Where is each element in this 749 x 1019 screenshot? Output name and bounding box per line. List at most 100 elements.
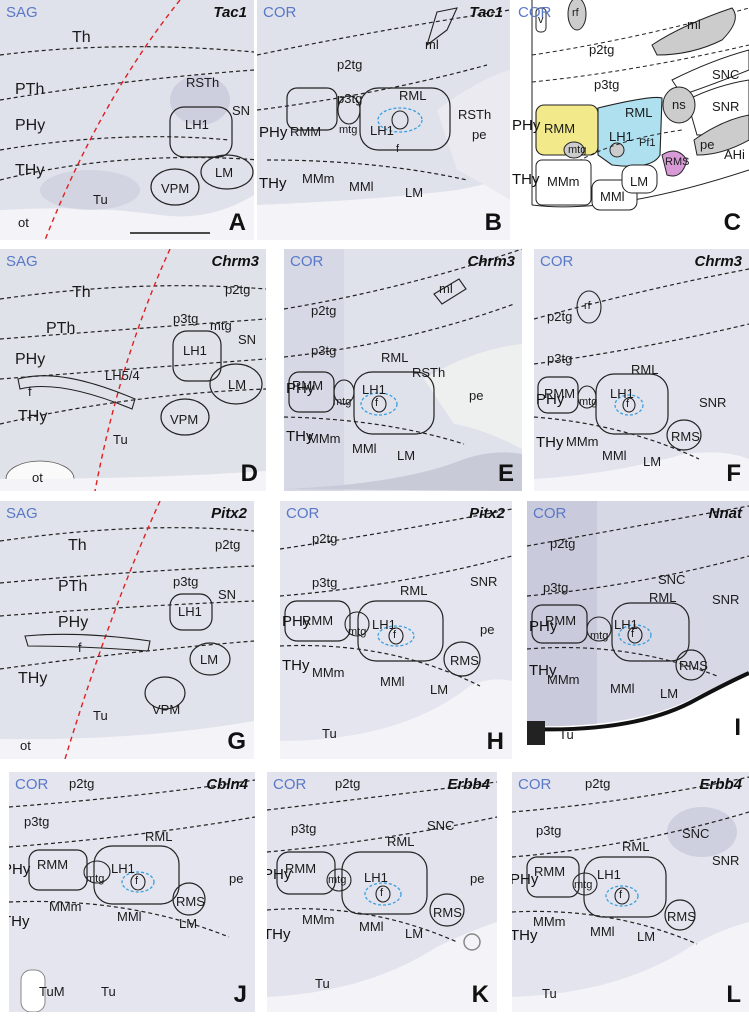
region-lh1: LH1: [183, 343, 207, 358]
region-lm: LM: [430, 682, 449, 697]
region-p2tg: p2tg: [225, 282, 251, 297]
region-mmm: MMm: [547, 672, 580, 687]
region-p3tg: p3tg: [24, 814, 50, 829]
region-mml: MMl: [590, 924, 615, 939]
region-mmm: MMm: [302, 171, 335, 186]
region-lm: LM: [200, 652, 219, 667]
region-mmm: MMm: [312, 665, 345, 680]
region-pe: pe: [472, 127, 487, 142]
region-mml: MMl: [600, 189, 625, 204]
region-tu: Tu: [315, 976, 330, 991]
region-lm: LM: [215, 165, 234, 180]
region-rms: RMS: [433, 905, 462, 920]
region-sn: SN: [232, 103, 251, 118]
region-mml: MMl: [610, 681, 635, 696]
region-mtg: mtg: [86, 873, 105, 885]
region-rmm: RMM: [292, 378, 324, 393]
region-phy: PHy: [259, 124, 288, 141]
region-thy: THy: [259, 175, 287, 192]
region-lh1: LH1: [111, 861, 135, 876]
region-rms: RMS: [671, 429, 700, 444]
region-tu: Tu: [559, 727, 574, 742]
region-thy: THy: [18, 408, 48, 425]
region-rmm: RMM: [37, 857, 69, 872]
region-p3tg: p3tg: [536, 823, 562, 838]
region-p3tg: p3tg: [312, 575, 338, 590]
panel-l-coronal-erbb4: COR Erbb4 p2tg p3tg SNC RML SNR PHy RMM …: [512, 772, 749, 1012]
region-pe: pe: [229, 871, 244, 886]
region-lh1: LH1: [609, 129, 633, 144]
region-ahi: AHi: [724, 147, 745, 162]
region-pe: pe: [469, 388, 484, 403]
region-pe: pe: [480, 622, 495, 637]
region-p2tg: p2tg: [550, 536, 576, 551]
panel-k-drawing: [267, 772, 497, 1012]
region-lh1: LH1: [372, 617, 396, 632]
gene-label: Cbln4: [206, 776, 248, 793]
region-lh1: LH1: [597, 867, 621, 882]
region-snc: SNC: [427, 818, 455, 833]
region-rml: RML: [400, 583, 428, 598]
panel-j-coronal-cbln4: COR Cbln4 p2tg p3tg RML PHy RMM LH1 mtg …: [9, 772, 255, 1012]
region-thy: THy: [267, 926, 291, 943]
region-lm: LM: [397, 448, 416, 463]
region-p3tg: p3tg: [173, 311, 199, 326]
region-sn: SN: [238, 332, 257, 347]
region-ns: ns: [672, 97, 686, 112]
region-pe: pe: [470, 871, 485, 886]
region-lh1: LH1: [362, 382, 386, 397]
view-label: COR: [15, 776, 49, 793]
region-thy: THy: [18, 670, 48, 687]
region-rms: RMS: [450, 653, 479, 668]
region-rmm: RMM: [302, 613, 334, 628]
region-mml: MMl: [349, 179, 374, 194]
region-phy: PHy: [267, 866, 292, 883]
region-rsth: RSTh: [412, 365, 446, 380]
region-f: f: [619, 889, 623, 901]
region-rml: RML: [631, 362, 659, 377]
panel-i-coronal-nnat: COR Nnat p2tg SNC p3tg RML SNR PHy RMM L…: [527, 501, 749, 745]
region-tu: Tu: [113, 432, 128, 447]
region-mml: MMl: [117, 909, 142, 924]
region-snr: SNR: [712, 592, 740, 607]
region-f: f: [396, 143, 400, 155]
panel-letter: B: [484, 209, 502, 236]
region-tu: Tu: [322, 726, 337, 741]
panel-a-drawing: [0, 0, 254, 240]
panel-i-drawing: [527, 501, 749, 745]
region-mml: MMl: [352, 441, 377, 456]
panel-letter: F: [726, 460, 741, 487]
gene-label: Erbb4: [447, 776, 490, 793]
region-pth: PTh: [46, 320, 76, 337]
region-rmm: RMM: [545, 613, 577, 628]
region-phy: PHy: [512, 871, 539, 888]
view-label: SAG: [6, 253, 38, 270]
region-p3tg: p3tg: [173, 574, 199, 589]
region-lh1: LH1: [370, 123, 394, 138]
region-p2tg: p2tg: [547, 309, 573, 324]
region-p2tg: p2tg: [585, 776, 611, 791]
region-mtg: mtg: [339, 124, 358, 136]
region-ot: ot: [20, 738, 31, 753]
gene-label: Pitx2: [469, 505, 505, 522]
view-label: COR: [290, 253, 324, 270]
region-tu: Tu: [93, 708, 108, 723]
region-mtg: mtg: [568, 144, 587, 156]
region-f: f: [28, 384, 32, 399]
region-tu: Tu: [101, 984, 116, 999]
region-rmm: RMM: [534, 864, 566, 879]
region-mtg: mtg: [328, 874, 347, 886]
region-p2tg: p2tg: [215, 537, 241, 552]
region-th: Th: [72, 29, 91, 46]
region-p2tg: p2tg: [312, 531, 338, 546]
view-label: COR: [540, 253, 574, 270]
region-ot: ot: [32, 470, 43, 485]
region-mmm: MMm: [302, 912, 335, 927]
region-snr: SNR: [712, 853, 740, 868]
region-thy: THy: [536, 434, 564, 451]
region-v: v: [538, 14, 544, 26]
view-label: COR: [518, 4, 552, 21]
region-rms: RMS: [679, 658, 708, 673]
region-rmm: RMM: [544, 386, 576, 401]
region-vpm: VPM: [152, 702, 181, 717]
